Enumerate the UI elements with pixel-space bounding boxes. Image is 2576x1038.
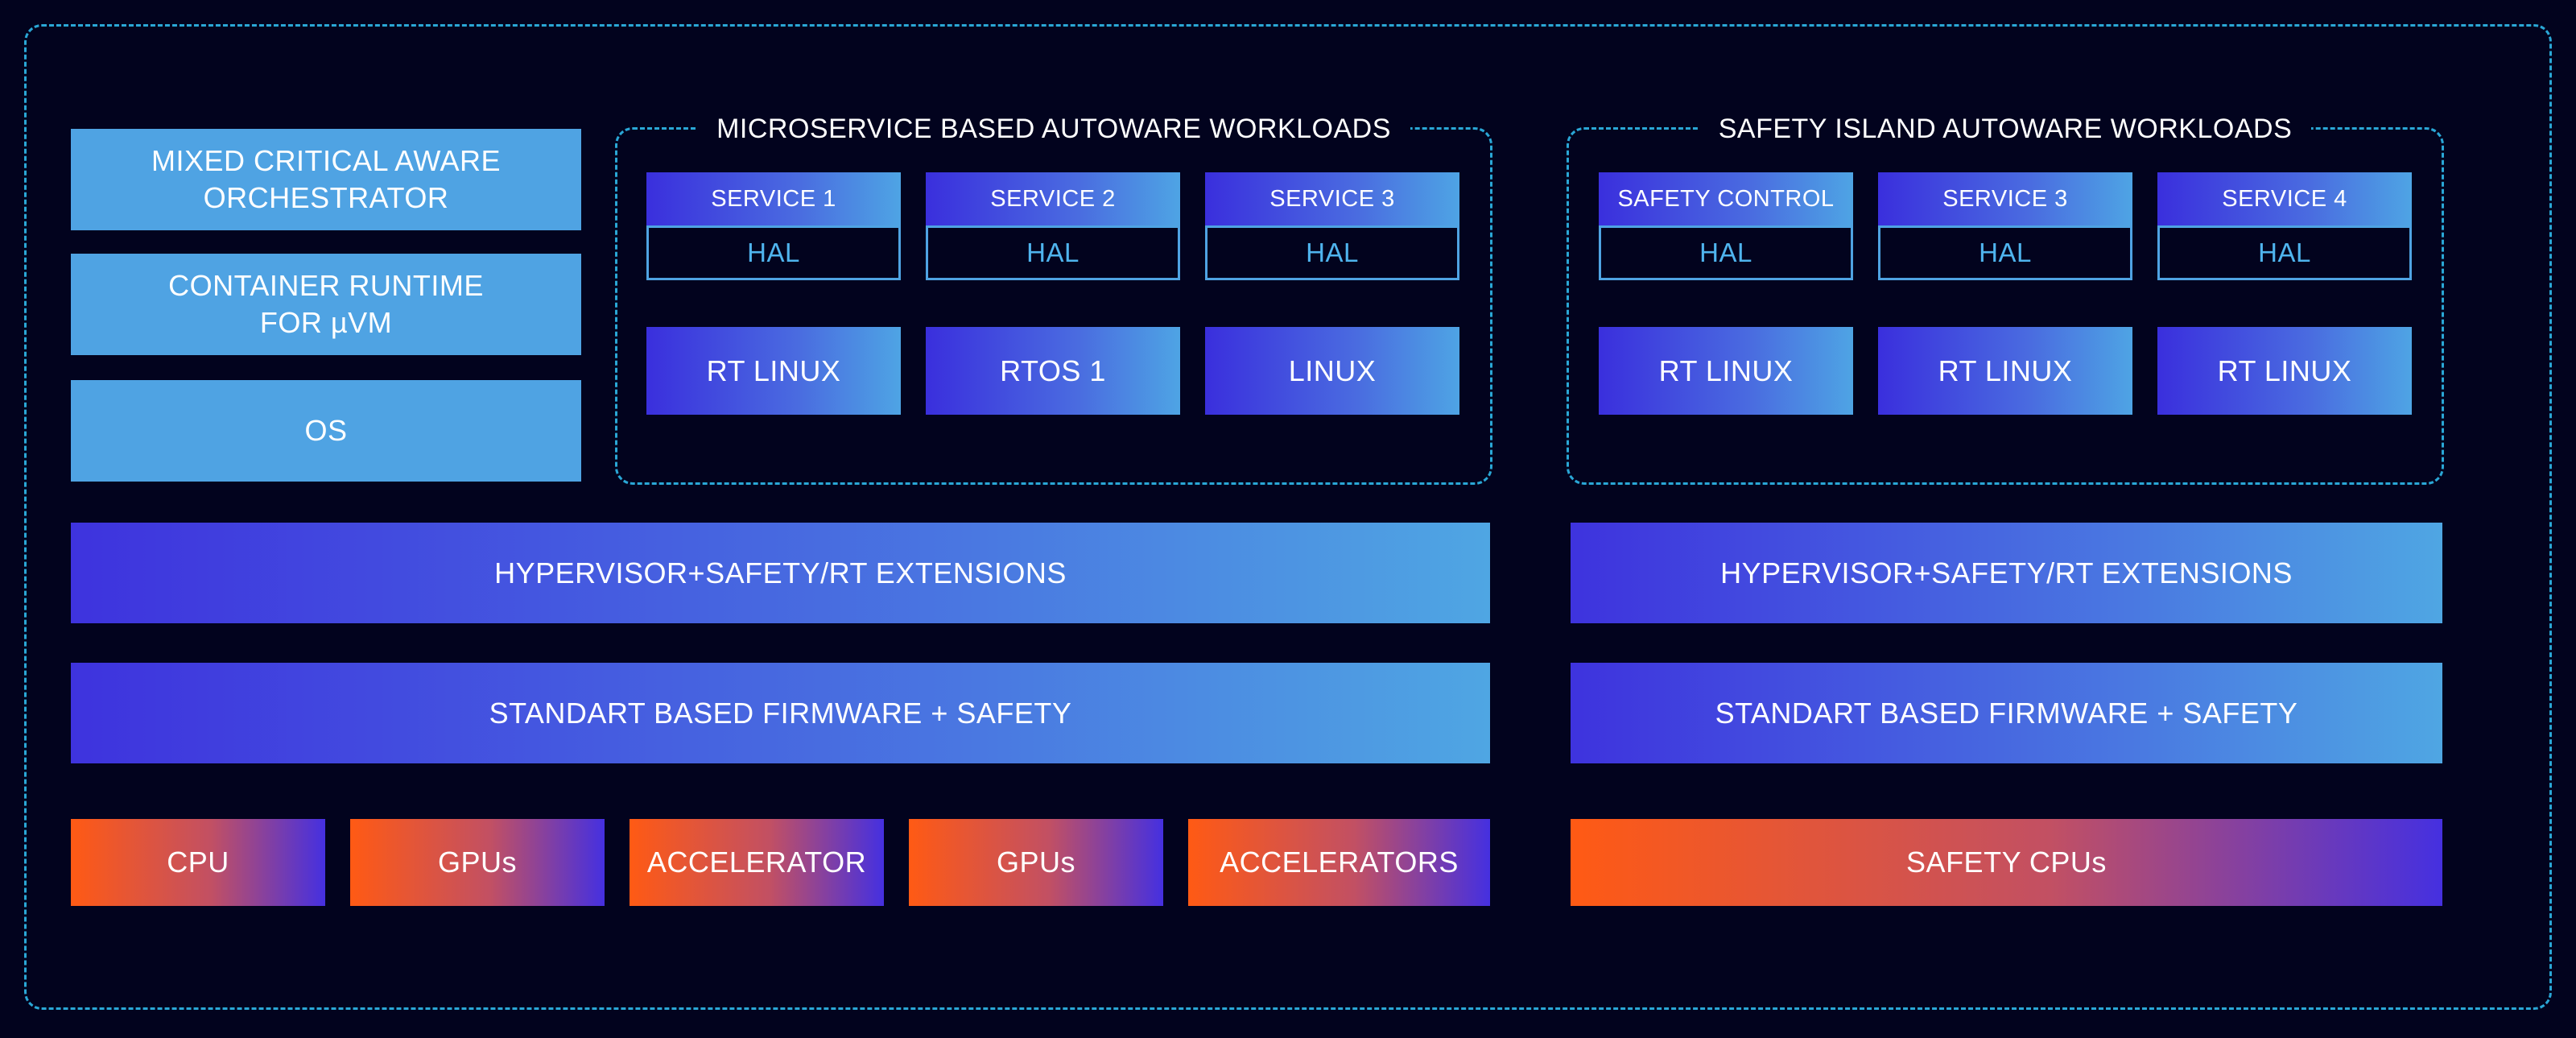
os-block: RT LINUX bbox=[2157, 327, 2412, 415]
microservice-group-title: MICROSERVICE BASED AUTOWARE WORKLOADS bbox=[697, 113, 1410, 145]
hal-box: HAL bbox=[1878, 225, 2132, 280]
hardware-accelerators: ACCELERATORS bbox=[1188, 819, 1490, 906]
service-header: SAFETY CONTROL bbox=[1599, 172, 1853, 225]
hal-box: HAL bbox=[646, 225, 901, 280]
firmware-band-right: STANDART BASED FIRMWARE + SAFETY bbox=[1571, 663, 2442, 763]
hypervisor-band-right: HYPERVISOR+SAFETY/RT EXTENSIONS bbox=[1571, 523, 2442, 623]
hal-box: HAL bbox=[1205, 225, 1459, 280]
microservice-group-title-wrap: MICROSERVICE BASED AUTOWARE WORKLOADS bbox=[615, 110, 1492, 148]
os-block: LINUX bbox=[1205, 327, 1459, 415]
os-block: RT LINUX bbox=[646, 327, 901, 415]
os-block: RTOS 1 bbox=[926, 327, 1180, 415]
os-box: OS bbox=[71, 380, 581, 482]
hardware-gpus: GPUs bbox=[909, 819, 1163, 906]
hypervisor-band-left: HYPERVISOR+SAFETY/RT EXTENSIONS bbox=[71, 523, 1490, 623]
service-header: SERVICE 1 bbox=[646, 172, 901, 225]
os-block: RT LINUX bbox=[1878, 327, 2132, 415]
hardware-gpus: GPUs bbox=[350, 819, 605, 906]
safety-group-title-wrap: SAFETY ISLAND AUTOWARE WORKLOADS bbox=[1567, 110, 2444, 148]
orchestrator-box: MIXED CRITICAL AWARE ORCHESTRATOR bbox=[71, 129, 581, 230]
firmware-band-left: STANDART BASED FIRMWARE + SAFETY bbox=[71, 663, 1490, 763]
hardware-accelerator: ACCELERATOR bbox=[630, 819, 884, 906]
service-header: SERVICE 3 bbox=[1878, 172, 2132, 225]
hardware-safety-cpus: SAFETY CPUs bbox=[1571, 819, 2442, 906]
os-block: RT LINUX bbox=[1599, 327, 1853, 415]
hardware-cpu: CPU bbox=[71, 819, 325, 906]
service-header: SERVICE 3 bbox=[1205, 172, 1459, 225]
hal-box: HAL bbox=[926, 225, 1180, 280]
container-runtime-box: CONTAINER RUNTIME FOR µVM bbox=[71, 254, 581, 355]
service-header: SERVICE 2 bbox=[926, 172, 1180, 225]
service-header: SERVICE 4 bbox=[2157, 172, 2412, 225]
outer-frame bbox=[24, 24, 2552, 1010]
hal-box: HAL bbox=[1599, 225, 1853, 280]
safety-group-title: SAFETY ISLAND AUTOWARE WORKLOADS bbox=[1699, 113, 2312, 145]
hal-box: HAL bbox=[2157, 225, 2412, 280]
